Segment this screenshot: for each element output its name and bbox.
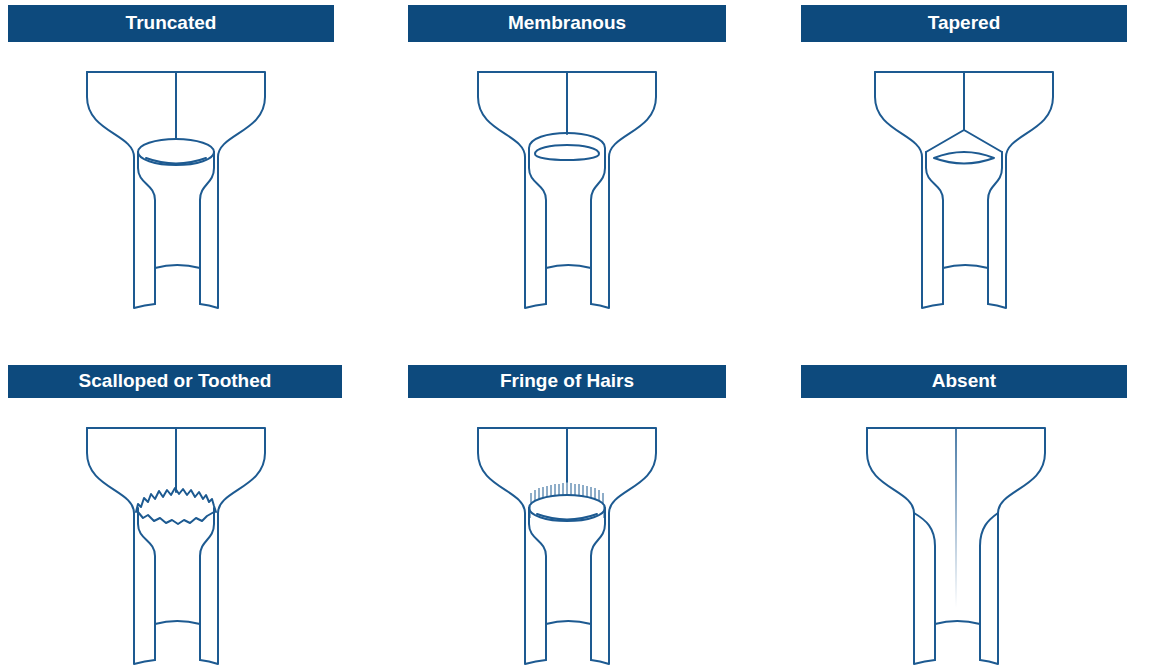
header-label: Absent bbox=[932, 371, 996, 392]
header-label: Membranous bbox=[508, 13, 626, 34]
membranous-ligule bbox=[478, 72, 656, 308]
tapered-ligule bbox=[875, 72, 1053, 308]
header-label: Fringe of Hairs bbox=[500, 371, 634, 392]
scalloped-ligule bbox=[87, 428, 265, 664]
header-label: Scalloped or Toothed bbox=[79, 371, 272, 392]
header-band: Truncated bbox=[8, 5, 334, 42]
header-band: Tapered bbox=[801, 5, 1127, 42]
truncated-ligule bbox=[87, 72, 265, 308]
absent-ligule bbox=[867, 428, 1045, 664]
header-label: Truncated bbox=[126, 13, 217, 34]
header-band: Scalloped or Toothed bbox=[8, 365, 342, 398]
header-band: Fringe of Hairs bbox=[408, 365, 726, 398]
header-band: Absent bbox=[801, 365, 1127, 398]
header-label: Tapered bbox=[928, 13, 1001, 34]
fringe-ligule bbox=[478, 428, 656, 664]
header-band: Membranous bbox=[408, 5, 726, 42]
